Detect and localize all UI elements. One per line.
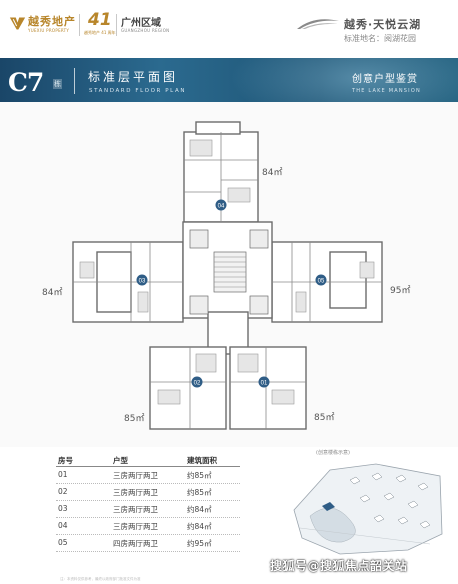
unit-marker-02: 02 bbox=[191, 376, 203, 388]
header-area: 建筑面积 bbox=[187, 456, 217, 465]
svg-text:05: 05 bbox=[318, 279, 325, 285]
anniversary-number: 41 bbox=[88, 10, 112, 30]
table-row: 04 三房两厅两卫 约84㎡ bbox=[56, 518, 240, 535]
area: 约85㎡ bbox=[187, 471, 212, 480]
feature-title-en: THE LAKE MANSION bbox=[352, 88, 421, 94]
header-layout: 户型 bbox=[113, 456, 128, 465]
area-label-left: 84㎡ bbox=[42, 288, 63, 298]
highlighted-building-icon bbox=[322, 502, 335, 511]
svg-text:03: 03 bbox=[139, 279, 146, 285]
header-bar: 越秀地产 YUEXIU PROPERTY 41 越秀地产 41 周年 广州区域 … bbox=[0, 0, 458, 58]
layout: 四房两厅两卫 bbox=[113, 539, 158, 548]
room-no: 03 bbox=[58, 504, 68, 513]
layout: 三房两厅两卫 bbox=[113, 505, 158, 514]
table-row: 02 三房两厅两卫 约85㎡ bbox=[56, 484, 240, 501]
feature-title: 创意户型鉴赏 bbox=[352, 74, 418, 85]
area: 约84㎡ bbox=[187, 522, 212, 531]
area: 约85㎡ bbox=[187, 488, 212, 497]
plan-title-en: STANDARD FLOOR PLAN bbox=[89, 88, 187, 94]
header-room-no: 房号 bbox=[58, 456, 73, 465]
room-no: 04 bbox=[58, 521, 68, 530]
site-map bbox=[293, 463, 443, 555]
area: 约95㎡ bbox=[187, 539, 212, 548]
plan-title: 标准层平面图 bbox=[88, 70, 179, 84]
banner-divider bbox=[74, 68, 75, 94]
layout: 三房两厅两卫 bbox=[113, 488, 158, 497]
table-row: 03 三房两厅两卫 约84㎡ bbox=[56, 501, 240, 518]
project-brand-name: 越秀·天悦云湖 bbox=[344, 18, 422, 31]
layout: 三房两厅两卫 bbox=[113, 471, 158, 480]
watermark: 搜狐号@搜狐焦点韶关站 bbox=[270, 559, 408, 573]
header-divider bbox=[79, 14, 80, 36]
unit-marker-03: 03 bbox=[136, 274, 148, 286]
area-label-bottom-left: 85㎡ bbox=[124, 414, 145, 424]
svg-text:01: 01 bbox=[261, 381, 268, 387]
footer-disclaimer: 注：本资料仅供参考，最终以政府部门批准文件为准 bbox=[60, 577, 141, 581]
unit-table: 房号 户型 建筑面积 01 三房两厅两卫 约85㎡ 02 三房两厅两卫 约85㎡… bbox=[56, 452, 240, 552]
table-row: 01 三房两厅两卫 约85㎡ bbox=[56, 467, 240, 484]
area-label-bottom-right: 85㎡ bbox=[314, 413, 335, 423]
building-code: C7 bbox=[8, 68, 44, 97]
floor-plan: 04 03 05 02 01 84㎡ 84㎡ 95㎡ 85㎡ 85㎡ bbox=[0, 102, 458, 447]
region-name: 广州区域 bbox=[121, 18, 161, 29]
developer-name-en: YUEXIU PROPERTY bbox=[28, 28, 70, 33]
room-no: 01 bbox=[58, 470, 68, 479]
region-name-en: GUANGZHOU REGION bbox=[121, 28, 170, 33]
unit-marker-01: 01 bbox=[258, 376, 270, 388]
room-no: 02 bbox=[58, 487, 68, 496]
floor-plan-drawing: 04 03 05 02 01 bbox=[72, 121, 383, 430]
area: 约84㎡ bbox=[187, 505, 212, 514]
room-no: 05 bbox=[58, 538, 68, 547]
svg-text:04: 04 bbox=[218, 204, 225, 210]
area-label-right: 95㎡ bbox=[390, 286, 411, 296]
project-certified-name: 标准地名：阅湖花园 bbox=[344, 34, 416, 43]
site-map-title: (创意楼栋示意) bbox=[316, 450, 350, 456]
table-row: 05 四房两厅两卫 约95㎡ bbox=[56, 535, 240, 552]
banner-glow bbox=[230, 58, 458, 102]
unit-marker-04: 04 bbox=[215, 199, 227, 211]
svg-text:02: 02 bbox=[194, 381, 201, 387]
table-header-row: 房号 户型 建筑面积 bbox=[56, 452, 240, 467]
anniversary-caption: 越秀地产 41 周年 bbox=[84, 30, 116, 35]
developer-logo-icon bbox=[9, 17, 26, 30]
developer-name: 越秀地产 bbox=[28, 15, 76, 28]
header-divider bbox=[116, 14, 117, 36]
layout: 三房两厅两卫 bbox=[113, 522, 158, 531]
building-unit-label: 栋 bbox=[53, 79, 62, 89]
project-logo-icon bbox=[297, 19, 339, 29]
unit-marker-05: 05 bbox=[315, 274, 327, 286]
area-label-top: 84㎡ bbox=[262, 168, 283, 178]
title-banner bbox=[0, 58, 458, 102]
